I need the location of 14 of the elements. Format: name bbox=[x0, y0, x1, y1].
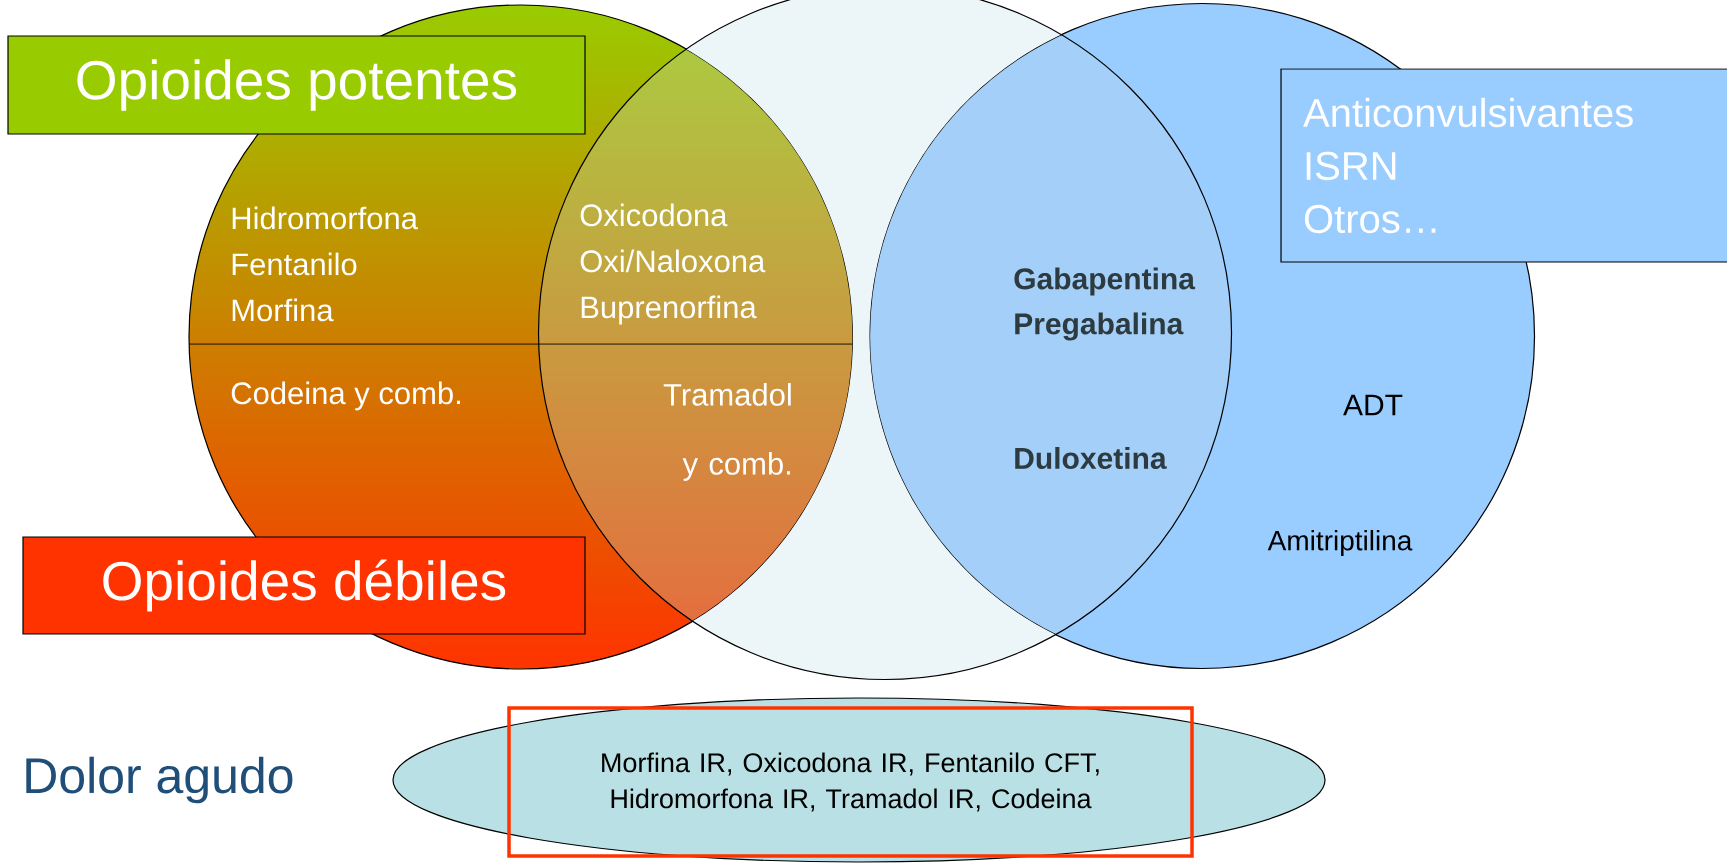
drug-label: Amitriptilina bbox=[1267, 529, 1413, 557]
drug-label: ADT bbox=[1343, 394, 1403, 416]
drug-list: Oxicodona Oxi/Naloxona Buprenorfina bbox=[580, 203, 766, 325]
category-box: Opioides débiles bbox=[22, 536, 586, 635]
drug-list: Codeina y comb. bbox=[231, 381, 460, 411]
drug-list: Tramadol y comb. bbox=[663, 383, 791, 481]
venn-circle bbox=[537, 0, 1233, 681]
category-box: Opioides potentes bbox=[7, 35, 586, 135]
drug-label: Duloxetina bbox=[1015, 447, 1167, 469]
oval-shape bbox=[392, 697, 1326, 863]
drug-list: Hidromorfona Fentanilo Morfina bbox=[232, 206, 418, 322]
category-box: Anticonvulsivantes ISRN Otros… bbox=[1280, 68, 1727, 263]
drug-list: Gabapentina Pregabalina bbox=[1014, 267, 1196, 341]
section-label: Dolor agudo bbox=[26, 756, 293, 804]
